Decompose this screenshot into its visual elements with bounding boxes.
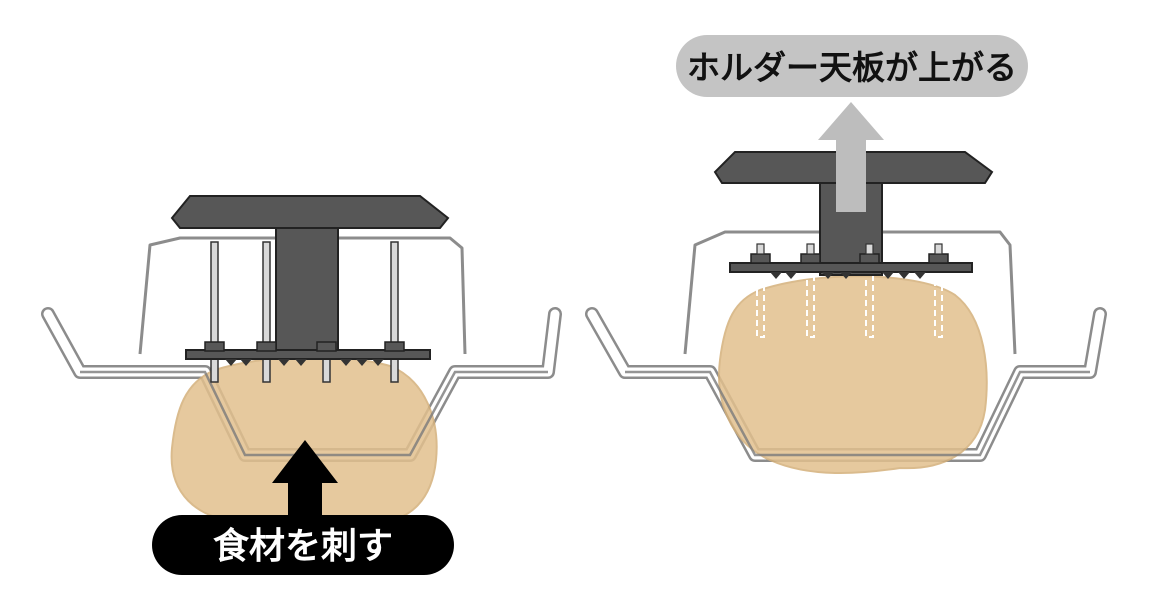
arrow-up-icon [818,102,884,212]
left-label-pill: 食材を刺す [152,515,454,575]
arrow-up-icon [272,440,338,518]
left-label-text: 食材を刺す [213,526,393,567]
right-spike-plate [729,243,973,279]
left-holder-top [170,195,450,229]
left-spike-plate [185,341,431,366]
left-panel: 食材を刺す [41,195,562,575]
right-panel: ホルダー天板が上がる [585,35,1107,475]
left-holder-stem [275,227,339,359]
right-food [718,275,988,475]
right-label-pill: ホルダー天板が上がる [676,35,1028,97]
right-label-text: ホルダー天板が上がる [687,48,1017,87]
